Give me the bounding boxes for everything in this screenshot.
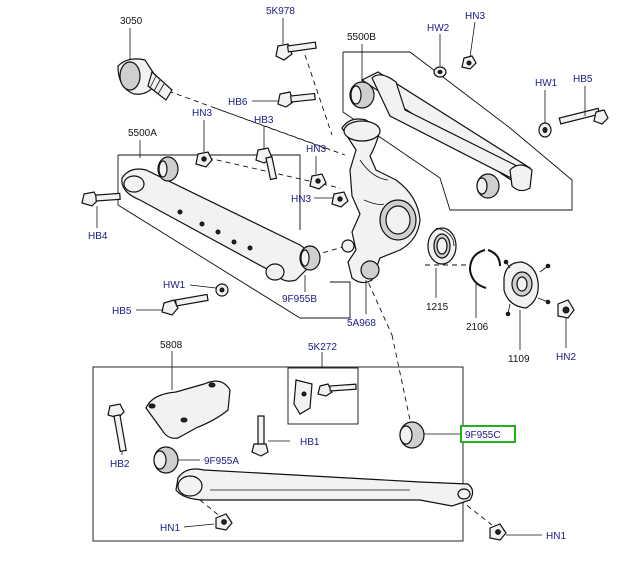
washer-HW1-top	[538, 122, 552, 138]
label-HB4: HB4	[88, 231, 108, 242]
dash-line-knuckle	[364, 274, 393, 336]
bushing-9F955C	[399, 421, 425, 449]
hub-1109	[503, 259, 551, 317]
label-5A968: 5A968	[347, 318, 376, 329]
frame-5500A-top	[118, 154, 301, 230]
bolt-HB1	[251, 415, 269, 457]
highlight-box-9F955C[interactable]	[460, 425, 516, 443]
washer-HW1-left	[215, 283, 229, 297]
label-HN3-left: HN3	[192, 108, 212, 119]
nut-HN3-top	[461, 55, 477, 70]
lower-link	[175, 468, 474, 507]
label-HB1: HB1	[300, 437, 320, 448]
bracket-5K272	[293, 379, 357, 415]
label-HB5-top: HB5	[573, 74, 593, 85]
leader-HN3-top	[469, 21, 476, 58]
bolt-HB2	[107, 403, 127, 453]
label-HW1-top: HW1	[535, 78, 558, 89]
knuckle-5A968	[341, 118, 421, 284]
label-HB5-left: HB5	[112, 306, 132, 317]
label-HB2: HB2	[110, 459, 130, 470]
bracket-5808	[145, 380, 231, 439]
bolt-HB5-left	[161, 293, 209, 316]
bushing-9F955A	[153, 446, 179, 474]
label-5500A: 5500A	[128, 128, 157, 139]
lower-arm-5500A	[121, 156, 321, 282]
label-1109: 1109	[508, 354, 530, 365]
label-9F955C[interactable]: 9F955C	[465, 430, 501, 441]
nut-HN2	[557, 299, 575, 319]
dash-line-9F955C	[391, 334, 411, 421]
nut-HN1-right	[489, 523, 507, 541]
bolt-HB6	[277, 91, 316, 108]
label-9F955A: 9F955A	[204, 456, 239, 467]
label-HB6: HB6	[228, 97, 248, 108]
washer-HW2	[433, 66, 447, 78]
label-9F955B: 9F955B	[282, 294, 317, 305]
label-HN2: HN2	[556, 352, 576, 363]
nut-HN3-mid2	[331, 191, 349, 208]
circlip-2106	[468, 249, 501, 289]
label-5K272: 5K272	[308, 342, 337, 353]
label-1215: 1215	[426, 302, 449, 313]
dash-line-HN1-right	[459, 499, 493, 526]
dash-line-HN1-left	[199, 499, 223, 519]
nut-HN3-left	[195, 151, 213, 168]
frame-5808	[92, 366, 464, 542]
bolt-5K978	[275, 41, 317, 61]
bolt-HB3	[255, 147, 278, 181]
label-5808: 5808	[160, 340, 183, 351]
label-HN3-mid2: HN3	[291, 194, 311, 205]
upper-arm-5500B	[349, 71, 533, 199]
frame-5K272	[287, 367, 359, 425]
label-5K978: 5K978	[266, 6, 295, 17]
nut-HN3-mid	[309, 173, 327, 190]
bolt-HB4	[81, 191, 121, 207]
label-HN1-left: HN1	[160, 523, 180, 534]
label-HN1-right: HN1	[546, 531, 566, 542]
label-HN3-top: HN3	[465, 11, 485, 22]
leader-HN1-left	[183, 523, 215, 528]
label-HB3: HB3	[254, 115, 274, 126]
leader-HW1-left	[189, 284, 217, 289]
bearing-1215	[427, 227, 457, 265]
nut-HN1-left	[215, 513, 233, 531]
bolt-HB5-top	[558, 107, 609, 125]
label-HW1-left: HW1	[163, 280, 186, 291]
label-5500B: 5500B	[347, 32, 376, 43]
label-3050: 3050	[120, 16, 143, 27]
label-2106: 2106	[466, 322, 489, 333]
label-HN3-mid: HN3	[306, 144, 326, 155]
driveshaft-joint-3050	[117, 58, 173, 101]
label-HW2: HW2	[427, 23, 450, 34]
